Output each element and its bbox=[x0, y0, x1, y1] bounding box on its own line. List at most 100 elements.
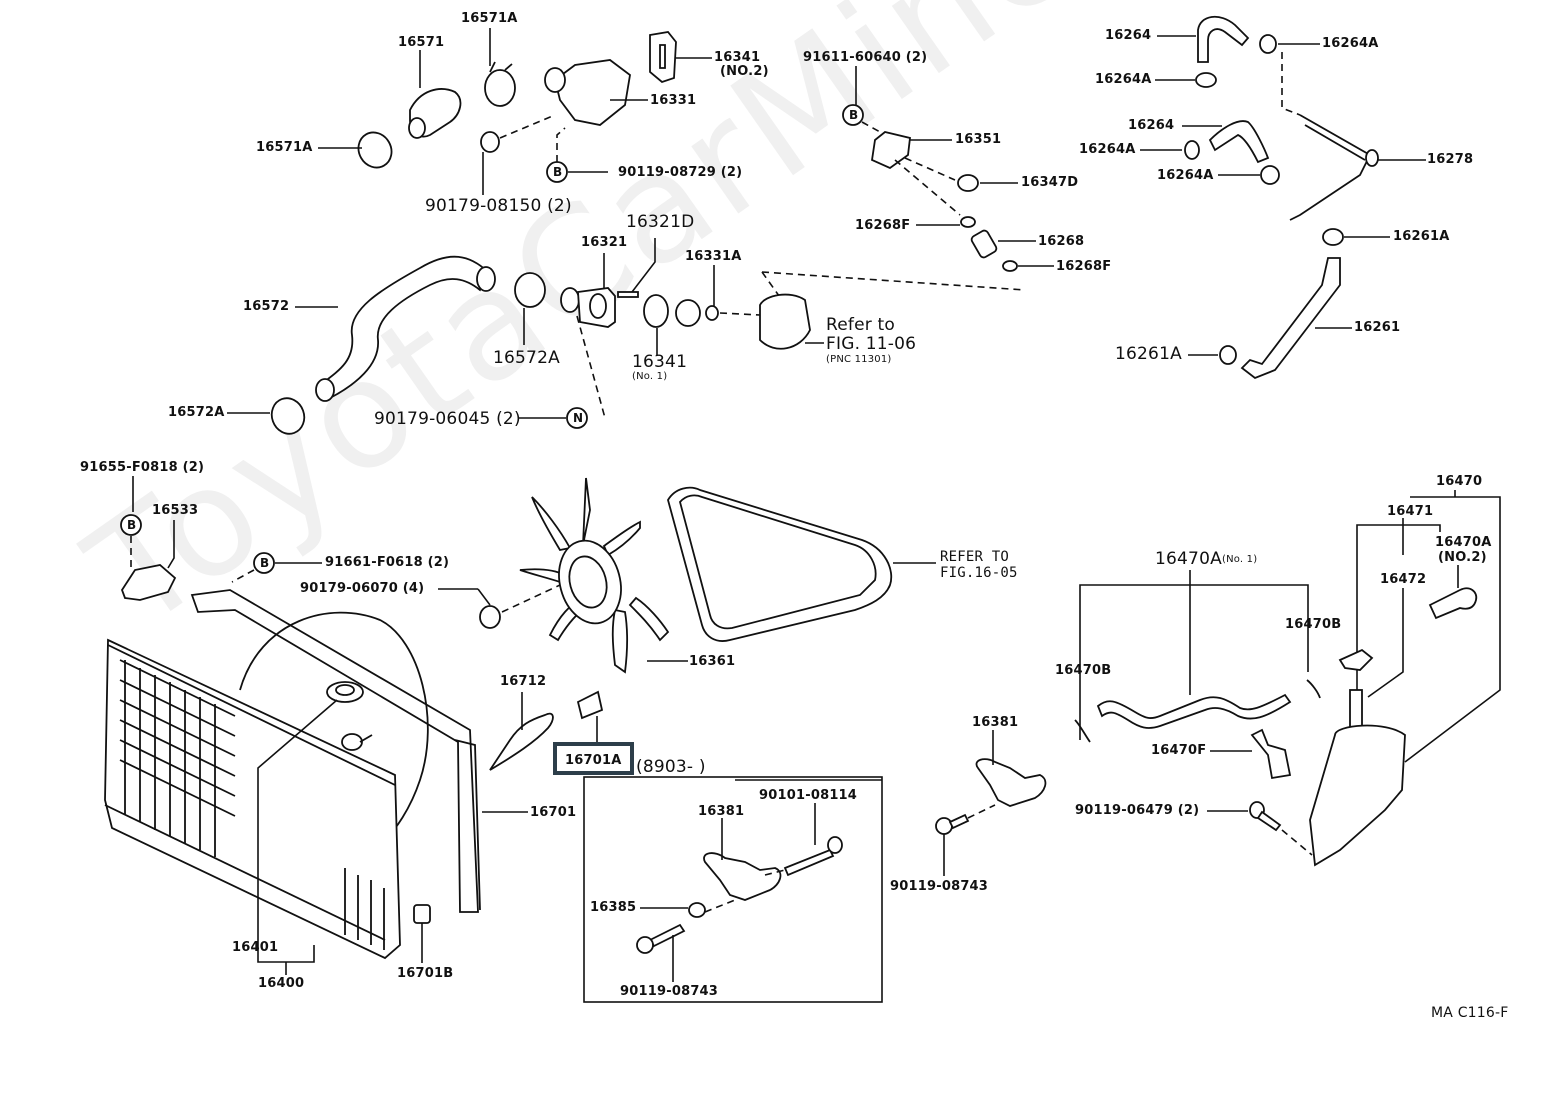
nut-marker-N-label: N bbox=[573, 411, 584, 425]
label-16470A-no2: 16470A bbox=[1435, 535, 1492, 550]
label-16400: 16400 bbox=[258, 976, 305, 991]
gasket-16341-no2 bbox=[649, 31, 677, 84]
label-16341-no2: 16341 bbox=[714, 50, 761, 65]
thermostat-16331A bbox=[675, 299, 719, 327]
label-16331A: 16331A bbox=[685, 249, 742, 264]
label-16278: 16278 bbox=[1427, 152, 1474, 167]
inset-label-90101-08114: 90101-08114 bbox=[759, 788, 858, 803]
inset-label-90119-08743: 90119-08743 bbox=[620, 984, 719, 999]
bolt-90101-08114 bbox=[783, 836, 843, 877]
label-16470B-b: 16470B bbox=[1285, 617, 1342, 632]
gasket-16341-no1 bbox=[643, 294, 669, 328]
label-91661-F0618: 91661-F0618 (2) bbox=[325, 555, 450, 570]
label-16712: 16712 bbox=[500, 674, 547, 689]
clamp-16385 bbox=[688, 902, 706, 918]
water-outlet-16331 bbox=[544, 59, 631, 126]
bolt-marker-B-label-2: B bbox=[849, 108, 859, 122]
label-16268: 16268 bbox=[1038, 234, 1085, 249]
clamp-16264A-a bbox=[1259, 34, 1277, 54]
label-90119-08743: 90119-08743 bbox=[890, 879, 989, 894]
label-16470A-no1-sub: (No. 1) bbox=[1222, 554, 1258, 565]
label-16470B-a: 16470B bbox=[1055, 663, 1112, 678]
label-16701B: 16701B bbox=[397, 966, 454, 981]
label-16268F-a: 16268F bbox=[855, 218, 911, 233]
reserve-tank-16470 bbox=[1309, 689, 1406, 867]
label-16261A-a: 16261A bbox=[1393, 229, 1450, 244]
label-16701: 16701 bbox=[530, 805, 577, 820]
bolt-marker-B-4 bbox=[253, 552, 275, 574]
guide-16712 bbox=[489, 712, 554, 771]
clamp-16261A-b bbox=[1219, 345, 1237, 365]
figure-code: MA C116-F bbox=[1431, 1005, 1509, 1021]
label-90179-06045: 90179-06045 (2) bbox=[374, 409, 521, 429]
label-16361: 16361 bbox=[689, 654, 736, 669]
nut-90179-06070 bbox=[479, 605, 501, 629]
hose-16261 bbox=[1240, 257, 1341, 380]
label-16470A-no2-sub: (NO.2) bbox=[1438, 550, 1487, 565]
clip-16470F bbox=[1250, 728, 1292, 780]
date-range: (8903- ) bbox=[636, 757, 706, 777]
ref-fig-11-06-line3: (PNC 11301) bbox=[826, 354, 892, 365]
hose-16264-top bbox=[1197, 16, 1250, 63]
label-16341-no2-sub: (NO.2) bbox=[720, 64, 769, 79]
label-16572A-b: 16572A bbox=[168, 405, 225, 420]
sensor-16268 bbox=[970, 229, 998, 259]
fan-shroud-16701 bbox=[190, 589, 481, 913]
label-16261: 16261 bbox=[1354, 320, 1401, 335]
clip-16701B bbox=[413, 904, 431, 924]
label-16470A-no1: 16470A bbox=[1155, 549, 1222, 569]
hose-16264-mid bbox=[1208, 120, 1270, 164]
clamp-16264A-b bbox=[1195, 72, 1217, 88]
label-16470: 16470 bbox=[1436, 474, 1483, 489]
radiator-16400 bbox=[104, 638, 401, 960]
label-16264A-b: 16264A bbox=[1095, 72, 1152, 87]
label-16264A-d: 16264A bbox=[1157, 168, 1214, 183]
label-16268F-b: 16268F bbox=[1056, 259, 1112, 274]
thermostat-housing-ref bbox=[759, 293, 811, 350]
clamp-16571A-left bbox=[357, 131, 393, 169]
label-16401: 16401 bbox=[232, 940, 279, 955]
label-16572: 16572 bbox=[243, 299, 290, 314]
label-16701A: 16701A bbox=[565, 753, 622, 768]
label-16264-b: 16264 bbox=[1128, 118, 1175, 133]
ref-fig-11-06-line1: Refer to bbox=[826, 315, 896, 335]
clamp-16571A-top bbox=[484, 61, 516, 107]
bolt-marker-B-label-4: B bbox=[260, 556, 270, 570]
gasket-16347D bbox=[957, 174, 979, 192]
clip-16470B-b bbox=[1306, 679, 1321, 699]
hose-16470A-no1 bbox=[1096, 693, 1292, 729]
gasket-16268F-b bbox=[1002, 260, 1018, 272]
label-16571: 16571 bbox=[398, 35, 445, 50]
nut-90179-08150 bbox=[480, 131, 500, 153]
clamp-16572A-a bbox=[514, 272, 546, 308]
label-91611-60640: 91611-60640 (2) bbox=[803, 50, 928, 65]
highlighted-part-16701A[interactable]: 16701A bbox=[553, 742, 634, 775]
hose-16571 bbox=[408, 88, 462, 139]
label-16470F: 16470F bbox=[1151, 743, 1207, 758]
label-16472: 16472 bbox=[1380, 572, 1427, 587]
bolt-90119-08743-inset bbox=[636, 923, 686, 954]
label-16571A-left: 16571A bbox=[256, 140, 313, 155]
ref-fig-11-06-line2: FIG. 11-06 bbox=[826, 334, 917, 354]
gasket-16268F-a bbox=[960, 216, 976, 228]
label-16351: 16351 bbox=[955, 132, 1002, 147]
label-16571A-top: 16571A bbox=[461, 11, 518, 26]
label-90119-08729: 90119-08729 (2) bbox=[618, 165, 743, 180]
fan-16361 bbox=[519, 477, 670, 674]
label-90179-06070: 90179-06070 (4) bbox=[300, 581, 425, 596]
ref-fig-16-05-line1: REFER TO bbox=[940, 549, 1010, 565]
cover-16701A bbox=[576, 690, 604, 720]
label-16381: 16381 bbox=[972, 715, 1019, 730]
label-16572A-a: 16572A bbox=[493, 348, 560, 368]
bolt-marker-B-label-3: B bbox=[127, 518, 137, 532]
bracket-16533 bbox=[120, 564, 177, 601]
label-16533: 16533 bbox=[152, 503, 199, 518]
clip-16470B-a bbox=[1074, 719, 1091, 743]
bolt-marker-B-label: B bbox=[553, 165, 563, 179]
label-16331: 16331 bbox=[650, 93, 697, 108]
inset-label-16381: 16381 bbox=[698, 804, 745, 819]
label-16261A-b: 16261A bbox=[1115, 344, 1182, 364]
inset-label-16385: 16385 bbox=[590, 900, 637, 915]
ref-fig-16-05-line2: FIG.16-05 bbox=[940, 565, 1018, 581]
